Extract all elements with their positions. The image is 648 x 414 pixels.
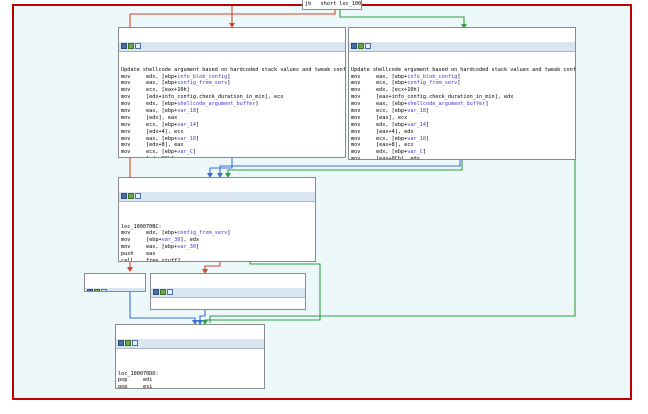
asm-line[interactable]: mov eax, [ebp+config_from_serv] (121, 80, 231, 87)
asm-line[interactable]: mov ecx, [ebp+var_18] (351, 107, 430, 114)
asm-line[interactable]: mov [edx+info_config.check_duration_in_m… (121, 94, 284, 101)
asm-line[interactable]: mov edx, [ebp+var_14] (351, 121, 430, 128)
edge-arrow (202, 320, 208, 325)
node-header (349, 41, 575, 52)
edge-arrow (217, 173, 223, 178)
asm-line[interactable] (118, 364, 262, 371)
asm-line[interactable]: push eax (121, 251, 156, 258)
asm-line[interactable]: mov [eax+0Ch], edx (351, 156, 420, 160)
asm-line[interactable]: loc_100070DD: (118, 370, 159, 377)
code-block-loc-100070bc[interactable]: loc_100070BC:mov edx, [ebp+config_from_s… (118, 177, 316, 262)
color-icon[interactable] (351, 43, 357, 50)
asm-line[interactable]: mov ecx, [ebp+var_10] (351, 135, 430, 142)
graph-icon[interactable] (160, 289, 166, 296)
node-header (119, 41, 345, 52)
color-icon[interactable] (153, 289, 159, 296)
node-header (151, 287, 305, 298)
color-icon[interactable] (87, 289, 93, 291)
asm-line[interactable]: mov edx, [ebp+info_blob_config] (121, 73, 231, 80)
graph-icon[interactable] (358, 43, 364, 50)
asm-line[interactable]: mov eax, [ebp+shellcode_argument_buffer] (351, 101, 489, 108)
asm-line[interactable]: mov edx, [ebp+shellcode_argument_buffer] (121, 101, 259, 108)
asm-line[interactable]: Update shellcode argument based on hardc… (351, 66, 576, 73)
edge-mid-to-small (204, 262, 221, 272)
asm-line[interactable]: mov edx, [ebp+config_from_serv] (121, 230, 231, 237)
edge-right-to-mid (219, 160, 461, 176)
asm-line[interactable]: mov ecx, [ebp+config_from_serv] (351, 80, 461, 87)
node-body: Update shellcode argument based on hardc… (119, 66, 346, 157)
code-block-right[interactable]: Update shellcode argument based on hardc… (348, 27, 576, 160)
edit-icon[interactable] (101, 289, 107, 291)
asm-line[interactable]: mov [eax+8], ecx (351, 142, 414, 149)
edit-icon[interactable] (167, 289, 173, 296)
edge-arrow (197, 320, 203, 325)
asm-line[interactable]: mov [ebp+var_30], edx (121, 237, 200, 244)
graph-icon[interactable] (128, 43, 134, 50)
graph-icon[interactable] (94, 289, 100, 291)
edit-icon[interactable] (135, 43, 141, 50)
color-icon[interactable] (118, 340, 124, 347)
asm-line[interactable]: mov eax, [ebp+var_18] (121, 107, 200, 114)
edge-arrow (225, 173, 231, 178)
asm-line[interactable]: loc_100070BC: (121, 223, 162, 230)
asm-line[interactable]: Update shellcode argument based on hardc… (121, 66, 346, 73)
asm-line[interactable]: pop esi (118, 384, 153, 389)
color-icon[interactable] (121, 43, 127, 50)
node-header (116, 338, 264, 349)
edge-top-to-right (339, 10, 465, 27)
asm-line[interactable]: mov eax, [ebp+var_30] (121, 244, 200, 251)
asm-line[interactable]: mov ecx, [ebp+var_14] (121, 121, 200, 128)
node-header (119, 191, 315, 202)
asm-line[interactable]: mov ecx, [eax+10h] (121, 87, 190, 94)
edge-right-loop (209, 160, 576, 323)
edge-arrow (192, 320, 198, 325)
asm-line[interactable] (121, 217, 313, 224)
code-block-skip-check[interactable]: mov edx, [ebp+info_blob_config]mov [edx+… (150, 273, 306, 310)
node-header (85, 287, 145, 291)
graph-icon[interactable] (128, 193, 134, 200)
asm-line[interactable]: mov ecx, [ebp+var_C] (121, 149, 196, 156)
code-block-jmp[interactable]: jmp loc_100070DD (84, 273, 146, 292)
edge-arrow (207, 173, 213, 178)
edge-arrow (202, 269, 208, 274)
top-node[interactable]: jb short loc_1000700 (302, 0, 362, 10)
asm-line[interactable]: mov [edx+4], ecx (121, 128, 184, 135)
asm-line[interactable]: mov edx, [ecx+10h] (351, 87, 420, 94)
edge-arrow (461, 24, 467, 29)
edge-right-to-mid-alt (227, 160, 463, 176)
asm-line[interactable]: pop edi (118, 377, 153, 384)
asm-line[interactable]: call free_stuff2 (121, 257, 181, 262)
color-icon[interactable] (121, 193, 127, 200)
asm-line[interactable]: mov edx, [ebp+var_C] (351, 149, 426, 156)
asm-line[interactable]: mov [eax+info_config.check_duration_in_m… (351, 94, 514, 101)
edit-icon[interactable] (365, 43, 371, 50)
edge-small-to-bottom (199, 310, 206, 323)
code-block-left[interactable]: Update shellcode argument based on hardc… (118, 27, 346, 158)
edit-icon[interactable] (132, 340, 138, 347)
node-body: Update shellcode argument based on hardc… (349, 66, 576, 160)
asm-line[interactable]: mov [edx], eax (121, 114, 178, 121)
asm-line[interactable]: mov [edx+0Ch], ecx (121, 156, 343, 157)
node-body: loc_100070BC:mov edx, [ebp+config_from_s… (119, 216, 315, 262)
asm-line[interactable]: mov eax, [ebp+info_blob_config] (351, 73, 461, 80)
asm-line[interactable]: mov eax, [ebp+var_10] (121, 135, 200, 142)
asm-line[interactable]: mov [eax+4], edx (351, 128, 414, 135)
edge-left-to-mid (209, 158, 233, 176)
edit-icon[interactable] (135, 193, 141, 200)
asm-line[interactable]: mov [eax], ecx (351, 114, 408, 121)
edge-arrow (229, 23, 235, 28)
asm-line[interactable]: mov [edx+8], eax (121, 142, 184, 149)
graph-icon[interactable] (125, 340, 131, 347)
edge-arrow (127, 267, 133, 272)
